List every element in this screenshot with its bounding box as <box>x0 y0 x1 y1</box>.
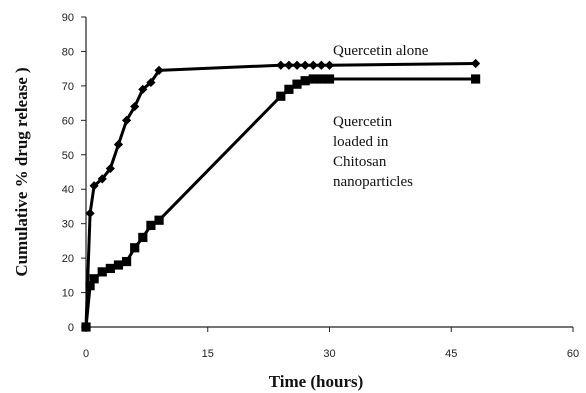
x-ticks: 0 15 30 45 60 <box>83 327 579 360</box>
data-point-diamond <box>308 60 318 70</box>
x-axis-title: Time (hours) <box>269 372 364 391</box>
data-point-square <box>105 263 115 274</box>
data-point-diamond <box>284 60 294 70</box>
data-point-square <box>300 76 310 86</box>
x-tick-label: 0 <box>83 348 89 360</box>
y-tick-label: 70 <box>62 81 74 93</box>
y-tick-label: 90 <box>62 12 74 24</box>
y-tick-label: 10 <box>62 288 74 300</box>
data-point-square <box>284 84 294 94</box>
x-tick-label: 15 <box>202 348 214 360</box>
y-tick-label: 40 <box>62 184 74 196</box>
y-tick-label: 30 <box>62 219 74 231</box>
data-point-diamond <box>316 60 326 70</box>
data-point-diamond <box>292 60 302 70</box>
y-tick-label: 0 <box>68 322 74 334</box>
y-tick-label: 60 <box>62 115 74 127</box>
series-layer <box>81 58 481 332</box>
data-point-diamond <box>121 115 132 125</box>
data-point-square <box>146 220 156 230</box>
series-line <box>84 62 476 328</box>
data-point-square <box>138 232 148 243</box>
data-point-diamond <box>85 208 95 218</box>
data-point-square <box>89 274 99 284</box>
annotation-line: Quercetin <box>333 114 393 130</box>
series-annotation-2: Quercetin loaded in Chitosan nanoparticles <box>333 114 413 190</box>
data-point-diamond <box>113 139 124 150</box>
data-point-square <box>324 74 335 84</box>
data-point-square <box>121 256 132 267</box>
series-2 <box>81 74 481 332</box>
data-point-diamond <box>97 174 107 184</box>
data-point-diamond <box>276 60 286 70</box>
data-point-diamond <box>89 181 99 191</box>
series-1 <box>81 58 481 332</box>
annotation-line: loaded in <box>333 134 389 150</box>
data-point-diamond <box>138 84 148 94</box>
y-tick-label: 20 <box>62 253 74 265</box>
data-point-diamond <box>130 101 140 112</box>
y-ticks: 0 10 20 30 40 50 60 70 80 90 <box>62 12 86 334</box>
data-point-diamond <box>154 65 164 75</box>
x-tick-label: 45 <box>445 348 457 360</box>
annotation-line: nanoparticles <box>333 174 413 190</box>
annotation-line: Quercetin alone <box>333 43 429 59</box>
x-tick-label: 60 <box>567 348 579 360</box>
data-point-square <box>85 281 95 291</box>
data-point-diamond <box>105 163 115 174</box>
data-point-diamond <box>300 60 310 70</box>
data-point-square <box>113 260 124 270</box>
data-point-square <box>471 74 481 84</box>
data-point-square <box>97 267 107 277</box>
x-tick-label: 30 <box>323 348 335 360</box>
annotation-line: Chitosan <box>333 154 387 170</box>
y-tick-label: 50 <box>62 150 74 162</box>
data-point-diamond <box>146 77 156 88</box>
data-point-square <box>276 91 286 101</box>
data-point-square <box>154 215 164 225</box>
data-point-diamond <box>471 58 481 69</box>
data-point-square <box>81 322 91 332</box>
y-axis-title: Cumulative % drug release ) <box>12 67 31 276</box>
data-point-square <box>308 74 318 84</box>
y-tick-label: 80 <box>62 46 74 58</box>
series-line <box>84 77 476 328</box>
data-point-square <box>130 243 140 253</box>
data-point-diamond <box>324 60 335 70</box>
data-point-square <box>292 79 302 89</box>
data-point-square <box>316 74 326 84</box>
series-annotation-1: Quercetin alone <box>333 43 429 59</box>
